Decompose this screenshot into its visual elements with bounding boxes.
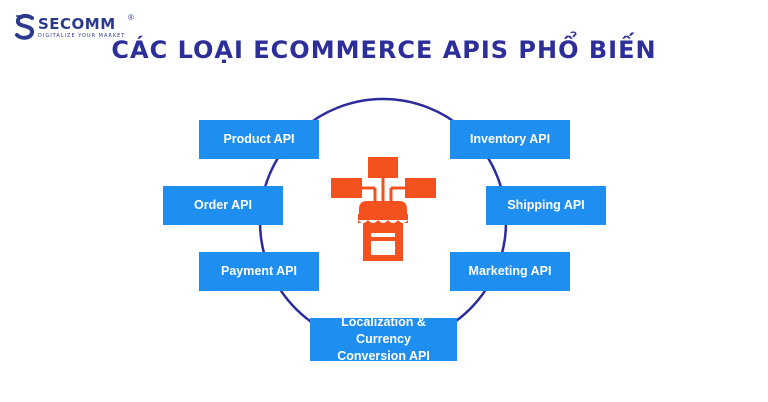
inventory-api-card: Inventory API (450, 120, 570, 159)
order-api-card: Order API (163, 186, 283, 225)
marketing-api-card: Marketing API (450, 252, 570, 291)
localization-card-line-2: Conversion API (337, 349, 430, 363)
logo-name: SECOMM (38, 15, 116, 33)
page-title: CÁC LOẠI ECOMMERCE APIS PHỔ BIẾN (111, 36, 657, 64)
secomm-s-icon (15, 13, 34, 40)
logo-tagline: DIGITALIZE YOUR MARKET (38, 33, 126, 39)
localization-currency-api-card: Localization & Currency Conversion API (310, 315, 457, 363)
storefront-network-icon (331, 157, 437, 268)
product-api-card: Product API (199, 120, 319, 159)
shipping-api-card: Shipping API (486, 186, 606, 225)
logo-registered-mark: ® (128, 13, 134, 22)
secomm-logo: SECOMM ® DIGITALIZE YOUR MARKET (13, 13, 134, 41)
payment-api-card: Payment API (199, 252, 319, 291)
localization-card-line-1: Localization & Currency (341, 315, 426, 346)
